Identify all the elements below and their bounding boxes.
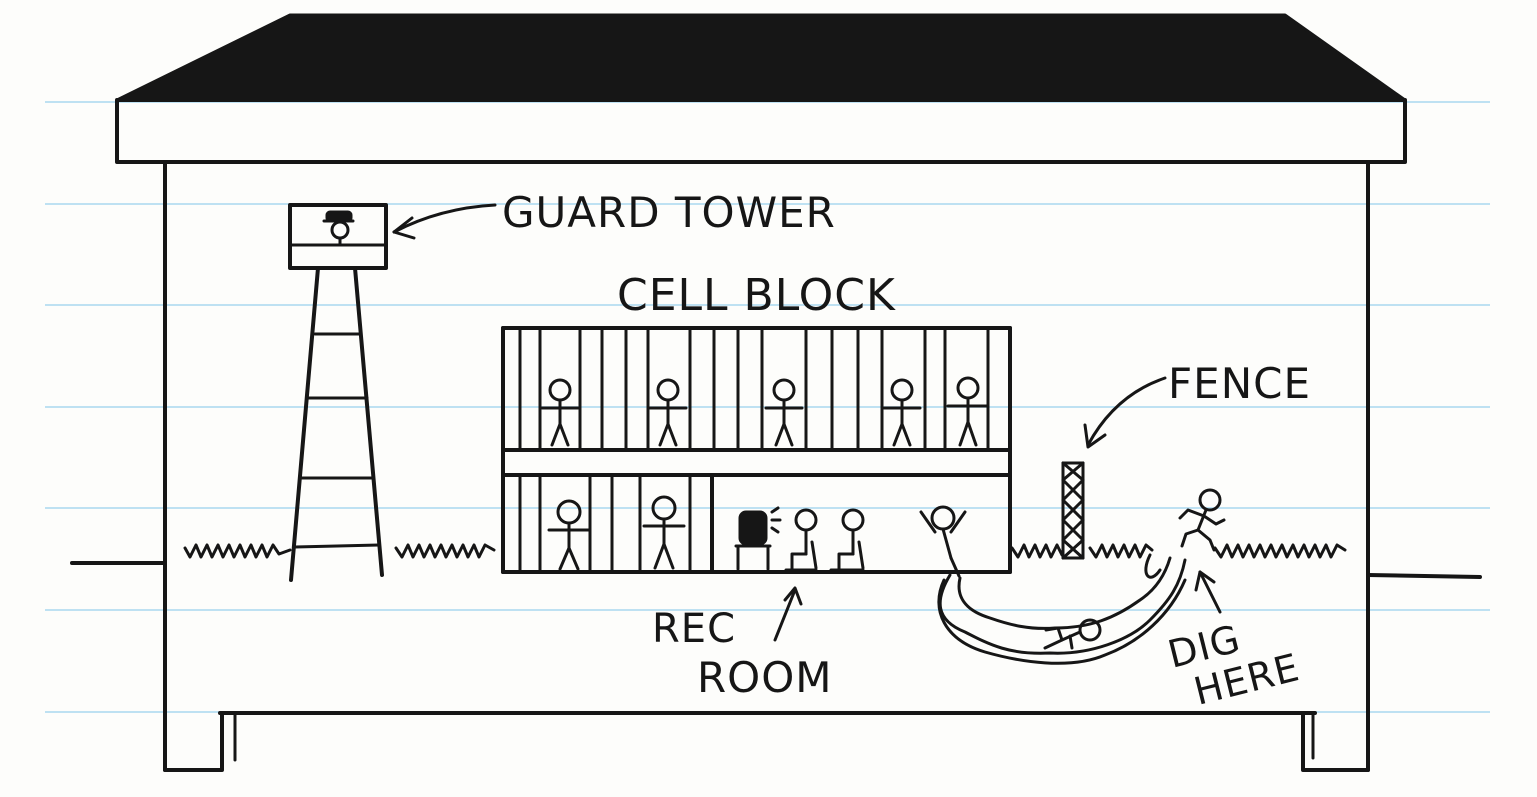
prisoner-figure-icon (946, 376, 990, 447)
fence (1061, 461, 1085, 560)
rec-room-label-line2: ROOM (697, 653, 833, 702)
prisoner-figure-icon (648, 378, 688, 447)
seated-figure-icon (829, 508, 865, 572)
cell-block (501, 326, 1012, 578)
fence-arrow (1083, 376, 1167, 449)
tv-icon (734, 506, 782, 571)
upper-cell-bars (518, 328, 990, 450)
seated-figure-icon (784, 508, 818, 572)
grass (183, 543, 1347, 559)
prisoner-figure-icon (764, 378, 804, 447)
guard-figure-icon (322, 210, 355, 247)
escape-tunnel (937, 553, 1187, 665)
prisoner-figure-icon (540, 378, 580, 447)
crawling-figure-icon (1043, 618, 1102, 650)
digging-figure-icon (919, 505, 967, 578)
prisoner-figure-icon (642, 495, 686, 570)
roof (115, 13, 1407, 164)
guard-tower-arrow (392, 203, 497, 240)
prisoner-figure-icon (547, 499, 591, 571)
cell-block-label: CELL BLOCK (617, 270, 896, 321)
guard-tower-label: GUARD TOWER (502, 188, 836, 237)
guard-tower (288, 203, 388, 582)
prisoner-figure-icon (882, 378, 922, 447)
rec-room-arrow (773, 586, 803, 642)
ground-line (70, 561, 1482, 579)
running-figure-icon (1178, 488, 1226, 552)
dig-here-arrow (1194, 570, 1222, 614)
building-frame (163, 160, 1370, 772)
fence-label: FENCE (1168, 359, 1311, 408)
lower-cell-bars (518, 475, 714, 572)
rec-room-label-line1: REC (652, 606, 736, 652)
